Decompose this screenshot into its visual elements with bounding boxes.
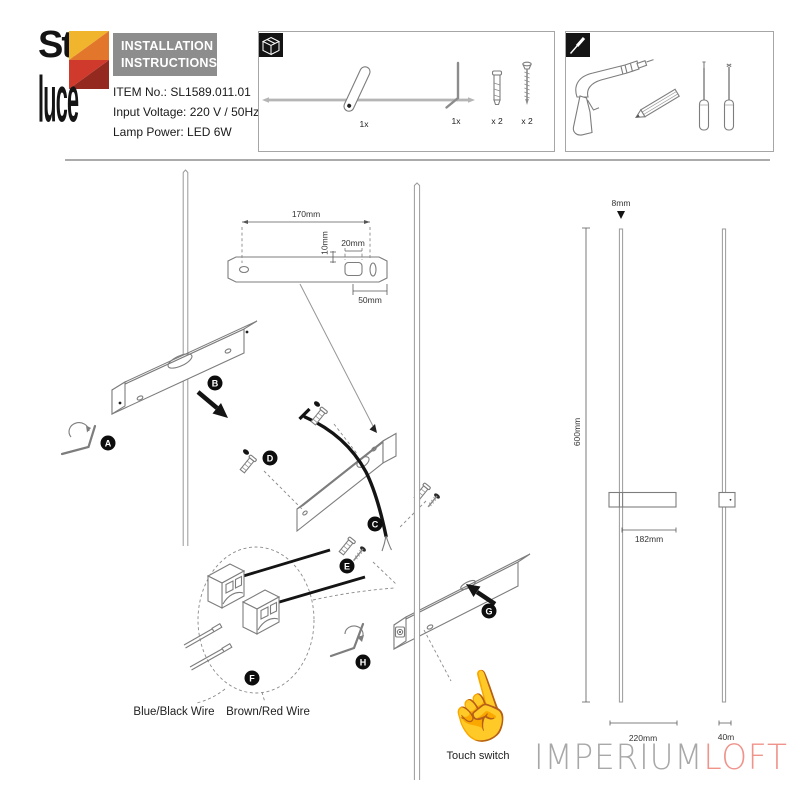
logo-color-mark: [69, 31, 109, 89]
touch-leader-line: [423, 629, 452, 682]
hex-key-part: [445, 61, 460, 109]
lamp-power: Lamp Power: LED 6W: [113, 125, 232, 139]
hex-key-qty-label: 1x: [452, 116, 462, 126]
screw-part: [522, 61, 532, 105]
dim-182mm: 182mm: [635, 534, 663, 544]
flat-screwdriver-drawing: [698, 61, 710, 131]
anchor-screw-right: [399, 482, 440, 528]
logo-text-top: St: [38, 24, 74, 66]
dim-40m: 40m: [718, 732, 735, 742]
dim-8mm: 8mm: [612, 198, 631, 208]
lamp-qty-label: 1x: [360, 119, 370, 129]
svg-text:F: F: [249, 673, 255, 683]
wall-anchor-part: [491, 70, 503, 106]
anchor-screw-step-d: [239, 449, 303, 510]
wall-rod-middle: [413, 182, 421, 780]
lamp-body-step-g: [393, 553, 531, 651]
phillips-screwdriver-drawing: [723, 63, 735, 131]
included-parts-panel: [258, 31, 555, 152]
lamp-body-step-ab: [111, 320, 258, 415]
step-f-badge: F: [244, 670, 260, 686]
touch-hand-icon: ☝: [429, 658, 528, 755]
step-e-badge: E: [339, 558, 355, 574]
drill-drawing: [572, 59, 654, 136]
watermark-accent-part: LOFT: [703, 738, 788, 778]
step-b-badge: B: [207, 375, 223, 391]
brown-red-wire-label: Brown/Red Wire: [226, 706, 310, 718]
anchor-qty-label: x 2: [491, 116, 503, 126]
lamp-rod-drawing: [262, 66, 475, 112]
pencil-drawing: [634, 88, 680, 119]
power-wire-step-c: [298, 407, 392, 552]
dim-600mm: 600mm: [572, 418, 582, 446]
required-tools-panel: [565, 31, 774, 152]
stluce-logo: St luce: [38, 26, 148, 150]
input-voltage: Input Voltage: 220 V / 50Hz: [113, 105, 260, 119]
terminal-block-2: [241, 589, 281, 635]
imperiumloft-watermark: IMPERIUMLOFT: [534, 738, 788, 778]
dim-10mm: 10mm: [320, 231, 330, 255]
screw-qty-label: x 2: [521, 116, 533, 126]
svg-text:H: H: [360, 657, 367, 667]
wiring-detail-step-f: [183, 546, 395, 704]
terminal-block-1: [206, 563, 246, 609]
step-d-badge: D: [262, 450, 278, 466]
title-line-1: INSTALLATION: [121, 39, 214, 53]
svg-text:D: D: [267, 453, 274, 463]
svg-text:B: B: [212, 378, 219, 388]
bracket-dimension-drawing: 170mm 10mm 20mm 50mm: [227, 209, 388, 433]
item-number: ITEM No.: SL1589.011.01: [113, 85, 251, 99]
blue-black-wire-label: Blue/Black Wire: [133, 706, 215, 718]
dim-50mm: 50mm: [358, 295, 382, 305]
step-a-badge: A: [100, 435, 116, 451]
hex-key-step-h: [329, 622, 365, 658]
installation-instructions-banner: INSTALLATION INSTRUCTIONS: [113, 33, 217, 76]
anchor-screw-top: [310, 401, 359, 456]
step-b-arrow: [196, 390, 228, 418]
input-wire-1: [183, 623, 223, 649]
svg-text:E: E: [344, 561, 350, 571]
step-g-badge: G: [481, 603, 497, 619]
dim-170mm: 170mm: [292, 209, 320, 219]
product-dimension-drawing: 8mm 600mm 182mm 220mm 40m: [572, 198, 736, 743]
svg-text:A: A: [105, 438, 112, 448]
screwdriver-icon: [566, 33, 590, 57]
step-c-badge: C: [367, 516, 383, 532]
svg-text:G: G: [485, 606, 492, 616]
hex-key-step-a: [60, 422, 97, 456]
anchor-screw-step-e: [338, 536, 397, 585]
touch-switch-label: Touch switch: [446, 750, 510, 762]
package-icon: [259, 33, 283, 57]
svg-text:C: C: [372, 519, 379, 529]
logo-text-bottom: luce: [38, 65, 79, 137]
step-h-badge: H: [355, 654, 371, 670]
dim-220mm: 220mm: [629, 733, 657, 743]
input-wire-2: [189, 643, 233, 671]
dim-20mm: 20mm: [341, 238, 365, 248]
step-g-arrow: [466, 584, 497, 606]
watermark-gray-part: IMPERIUM: [534, 738, 704, 778]
title-line-2: INSTRUCTIONS: [121, 56, 218, 70]
